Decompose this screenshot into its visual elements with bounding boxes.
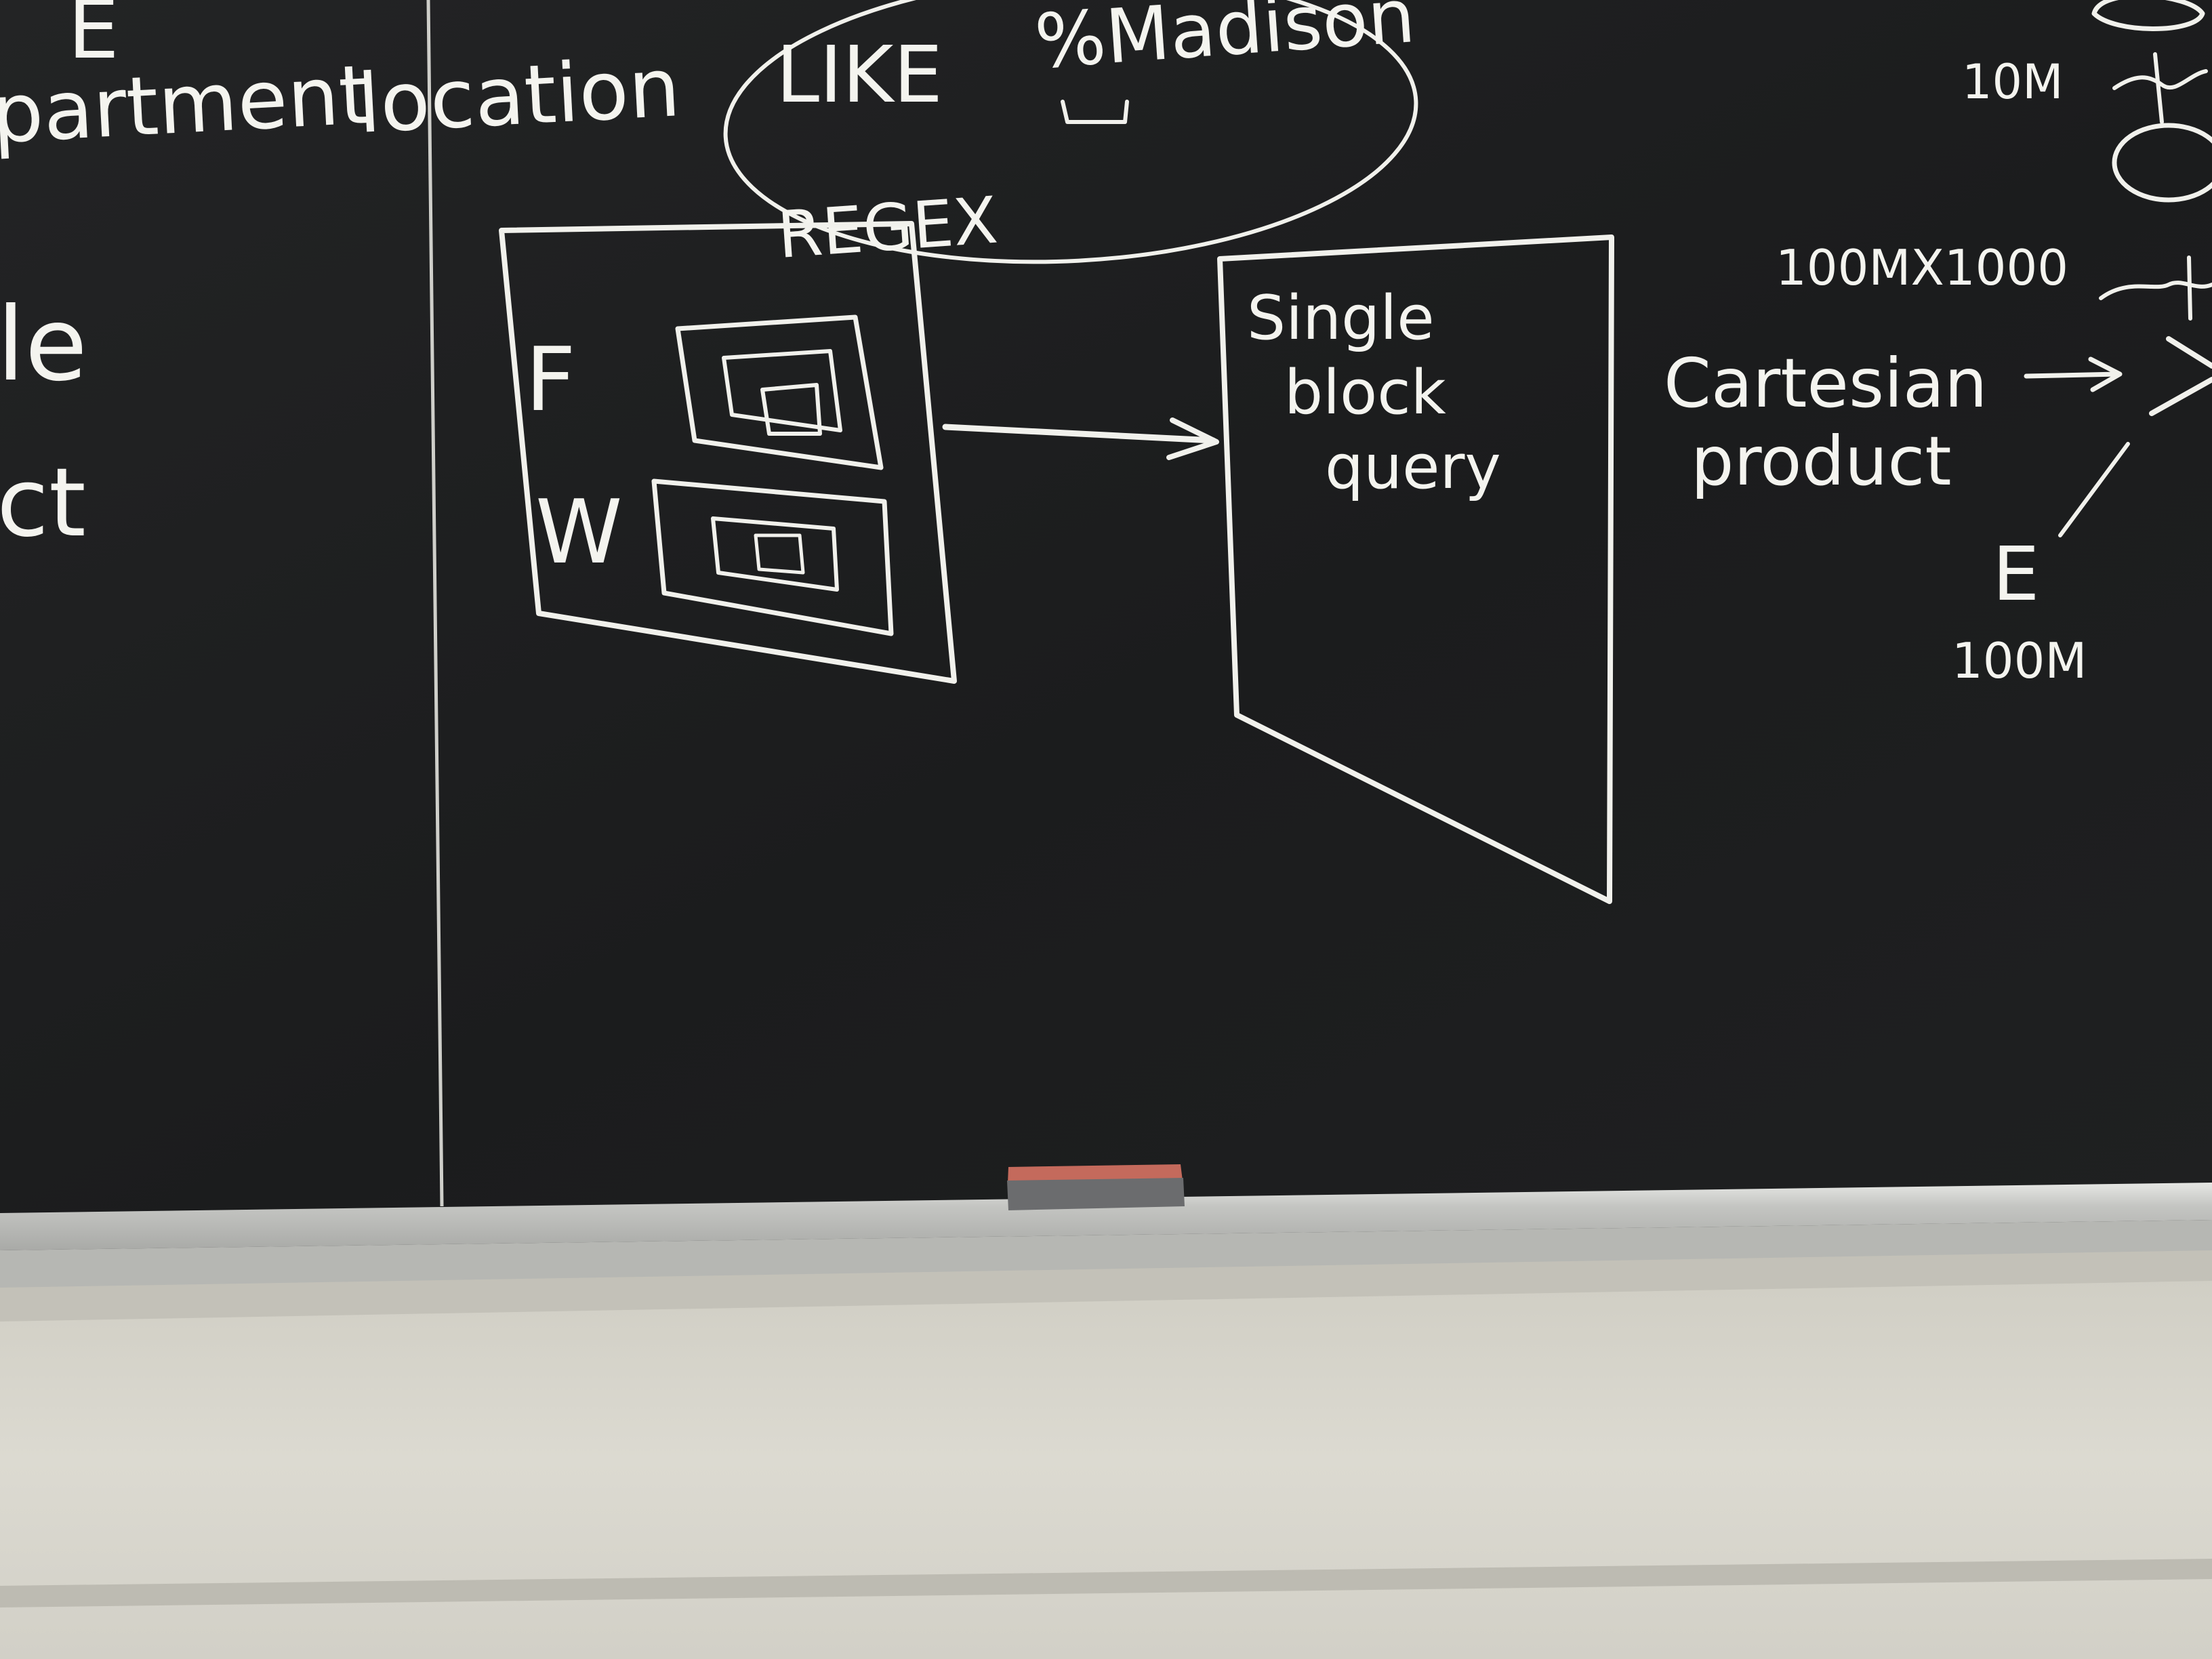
left-top-letter: E — [68, 0, 119, 77]
right-edge-circle — [2112, 123, 2212, 203]
left-fragment-le: le — [0, 286, 87, 404]
arrow-shaft — [942, 424, 1216, 444]
single-block-query: Single block query — [1217, 234, 1614, 904]
from-subquery-core — [760, 383, 822, 436]
blackboard — [0, 0, 2212, 1213]
join-notes: 10M 100MX1000 Cartesian product E 100M — [1664, 0, 2212, 689]
e-relation-size: 100M — [1952, 632, 2087, 689]
left-header-text: partment — [0, 48, 373, 162]
regex-note: REGEX — [775, 184, 1000, 273]
single-block-line1: Single — [1247, 283, 1435, 354]
right-edge-squiggle — [2112, 52, 2208, 124]
from-subquery-inner-box — [722, 349, 842, 432]
unnest-arrow — [942, 417, 1219, 460]
single-block-line3: query — [1325, 432, 1501, 503]
single-block-line2: block — [1284, 357, 1446, 428]
size-10m: 10M — [1962, 54, 2063, 110]
where-label: W — [535, 480, 623, 583]
right-edge-scribble — [2099, 255, 2212, 321]
location-word: location — [355, 41, 682, 152]
pattern-bracket — [1061, 100, 1129, 124]
arrow-head — [1166, 417, 1219, 460]
eraser — [1007, 1164, 1185, 1210]
from-label: F — [525, 328, 576, 431]
left-fragment-ct: ct — [0, 448, 86, 558]
where-subquery-box — [651, 478, 894, 636]
wall-below-board — [0, 1250, 2212, 1659]
size-product: 100MX1000 — [1776, 239, 2068, 296]
right-edge-shape-top — [2091, 0, 2205, 31]
e-relation-letter: E — [1992, 531, 2040, 617]
join-symbol — [2149, 336, 2212, 416]
nested-query-diagram: F W — [499, 221, 957, 684]
outer-query-box — [499, 221, 957, 684]
edge-to-e — [2058, 442, 2130, 537]
from-subquery-box — [675, 314, 884, 470]
cartesian-line1: Cartesian — [1664, 344, 1988, 423]
cartesian-line2: product — [1691, 422, 1952, 501]
single-block-box — [1217, 234, 1614, 904]
cartesian-arrow — [2024, 356, 2123, 392]
board-panel-seam — [426, 0, 444, 1207]
left-panel-notes: E partment le ct — [0, 0, 373, 558]
like-pattern-ellipse — [723, 0, 1418, 264]
where-subquery-core — [754, 533, 805, 575]
where-subquery-inner-box — [711, 516, 839, 592]
like-keyword: LIKE — [776, 30, 943, 121]
